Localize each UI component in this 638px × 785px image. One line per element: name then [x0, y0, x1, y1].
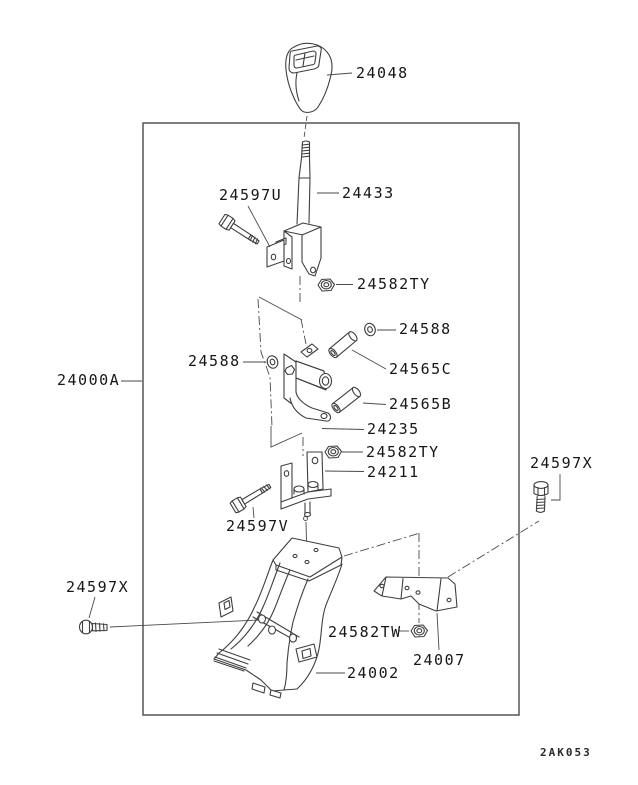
nut-24582ty-mid-drawing — [324, 445, 343, 459]
part-label-24582ty-upper: 24582TY — [357, 275, 431, 293]
part-label-24433: 24433 — [342, 184, 395, 202]
bushing-24565b-drawing — [329, 385, 363, 415]
part-label-24597v: 24597V — [226, 517, 290, 535]
part-label-24048: 24048 — [356, 64, 409, 82]
washer-24588-right-drawing — [362, 321, 378, 338]
nut-24582tw-drawing — [410, 624, 429, 638]
part-label-24002: 24002 — [347, 664, 400, 682]
part-label-24211: 24211 — [367, 463, 420, 481]
part-label-24565c: 24565C — [389, 360, 453, 378]
leader-lines — [88, 72, 561, 674]
figure-code: 2AK053 — [540, 746, 592, 759]
bracket-24211-drawing — [280, 451, 332, 518]
pivot-24235-drawing — [283, 343, 333, 422]
bolt-24597x-right-drawing — [533, 481, 549, 513]
assembly-boundary-box — [142, 122, 520, 716]
relation-lines — [109, 296, 308, 628]
center-lines — [257, 115, 540, 623]
plate-24007-drawing — [373, 576, 458, 612]
part-label-24597u: 24597U — [219, 186, 283, 204]
part-label-24565b: 24565B — [389, 395, 453, 413]
bolt-24597x-left-drawing — [78, 619, 108, 635]
bolt-24597v-drawing — [229, 479, 274, 515]
washer-24588-left-drawing — [265, 353, 280, 371]
part-label-24597x-left: 24597X — [66, 578, 130, 596]
part-label-24007: 24007 — [413, 651, 466, 669]
part-label-24597x-right: 24597X — [530, 454, 594, 472]
part-label-24235: 24235 — [367, 420, 420, 438]
control-lever-drawing — [266, 140, 322, 277]
support-24002-drawing — [213, 537, 343, 699]
bushing-24565c-drawing — [326, 329, 360, 360]
shift-knob-drawing — [285, 42, 333, 113]
nut-24582ty-upper-drawing — [317, 278, 336, 292]
part-label-24582ty-mid: 24582TY — [366, 443, 440, 461]
part-label-24000a: 24000A — [57, 371, 121, 389]
part-label-24588-right: 24588 — [399, 320, 452, 338]
part-label-24588-left: 24588 — [188, 352, 241, 370]
part-label-24582tw: 24582TW — [328, 623, 402, 641]
